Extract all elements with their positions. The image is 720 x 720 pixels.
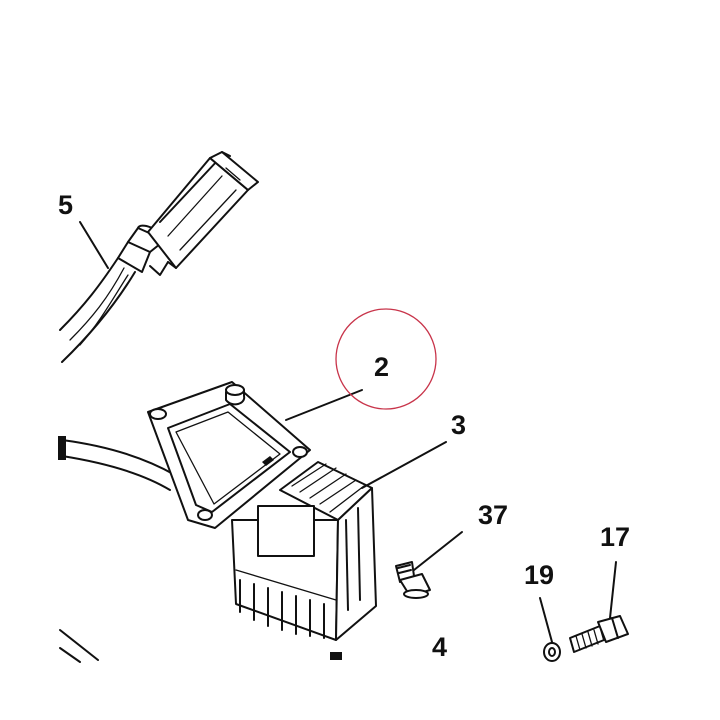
label-part-17: 17 xyxy=(600,522,630,552)
leader-5 xyxy=(79,221,109,269)
leader-37 xyxy=(413,531,463,571)
label-part-5: 5 xyxy=(58,190,73,220)
label-part-4: 4 xyxy=(432,632,447,662)
label-part-19: 19 xyxy=(524,560,554,590)
leader-2 xyxy=(285,389,363,421)
part-3-regulator-module xyxy=(231,461,377,660)
label-part-37: 37 xyxy=(478,500,508,530)
leader-3 xyxy=(361,441,447,489)
leader-lines xyxy=(79,221,617,643)
label-part-2: 2 xyxy=(374,352,389,382)
hose-line xyxy=(58,436,176,491)
part-19-washer xyxy=(543,642,561,662)
part-2-bracket-plate xyxy=(147,381,311,529)
part-5-cable-connector xyxy=(59,151,259,363)
label-part-3: 3 xyxy=(451,410,466,440)
leader-17 xyxy=(609,561,617,619)
leader-19 xyxy=(539,597,553,643)
highlight-circle xyxy=(335,308,437,410)
part-37-screw xyxy=(395,561,431,599)
frame-edge-lines xyxy=(59,629,99,663)
part-17-bolt xyxy=(569,615,629,653)
